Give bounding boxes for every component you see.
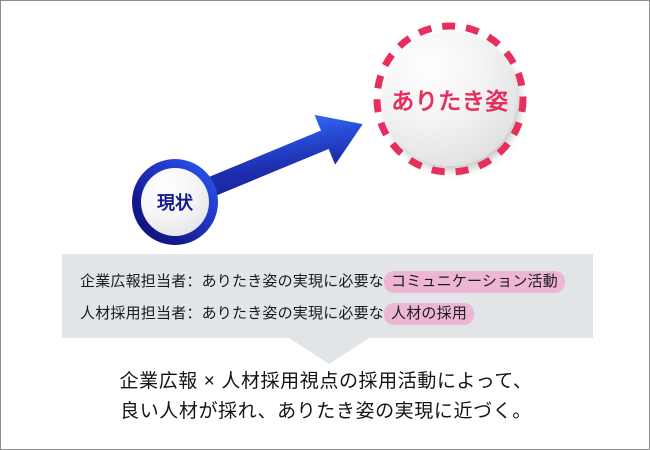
callout-box: 企業広報担当者：ありたき姿の実現に必要なコミュニケーション活動 人材採用担当者：… <box>62 254 593 338</box>
callout-line: 企業広報担当者：ありたき姿の実現に必要なコミュニケーション活動 <box>80 270 565 293</box>
callout-line-1-text: 企業広報担当者：ありたき姿の実現に必要な <box>80 273 385 290</box>
goal-node-label: ありたき姿 <box>391 88 509 114</box>
current-state-node: 現状 <box>132 159 218 245</box>
caption-line-2: 良い人材が採れ、ありたき姿の実現に近づく。 <box>120 401 532 422</box>
caption-block: 企業広報 × 人材採用視点の採用活動によって、 良い人材が採れ、ありたき姿の実現… <box>1 367 649 427</box>
concept-diagram: ありたき姿 現状 <box>1 1 649 245</box>
progress-arrow <box>173 114 363 211</box>
callout-tail <box>289 338 369 364</box>
goal-node: ありたき姿 <box>372 21 528 177</box>
callout-line: 人材採用担当者：ありたき姿の実現に必要な人材の採用 <box>80 302 475 325</box>
current-state-fill <box>141 168 209 236</box>
callout-line-1-highlight: コミュニケーション活動 <box>384 271 565 293</box>
caption-line-1: 企業広報 × 人材採用視点の採用活動によって、 <box>119 371 533 392</box>
callout-line-2-highlight: 人材の採用 <box>384 303 475 325</box>
dashed-circle-icon <box>373 22 527 176</box>
callout-line-2-text: 人材採用担当者：ありたき姿の実現に必要な <box>80 305 385 322</box>
current-state-label: 現状 <box>157 193 193 213</box>
goal-node-fill <box>383 32 517 166</box>
